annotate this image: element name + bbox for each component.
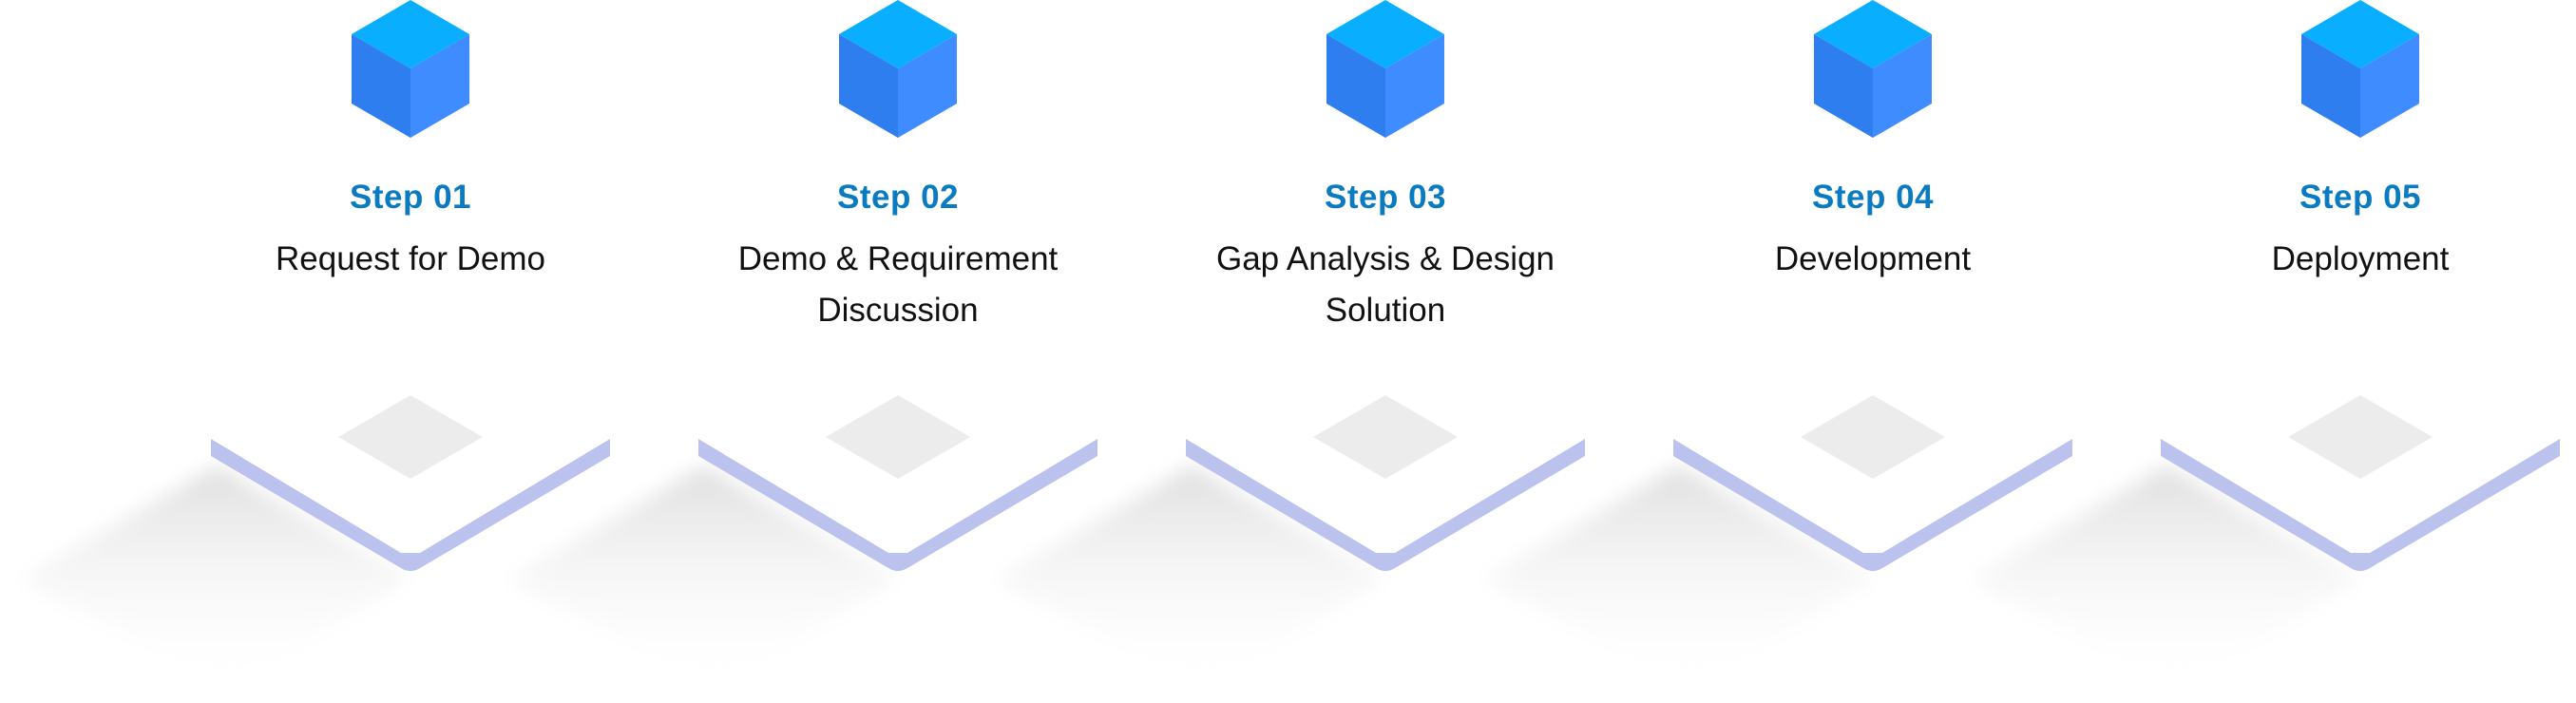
platform-shadow [1971, 466, 2360, 694]
platform-shadow [21, 466, 410, 694]
step-label: Step 04 [1812, 179, 1934, 216]
cube-icon [352, 0, 469, 138]
platform-inset [1801, 395, 1945, 479]
platform-shadow [508, 466, 898, 694]
platform-inset [1313, 395, 1458, 479]
step-label: Step 02 [837, 179, 959, 216]
platform-shadow [1483, 466, 1873, 694]
cube-left-face [2301, 34, 2360, 138]
step-label: Step 05 [2299, 179, 2421, 216]
platform-inset [338, 395, 483, 479]
step-title: Development [1774, 240, 1972, 277]
step-card-2: Step 02 Demo & Requirement Discussion [508, 0, 1145, 703]
cube-left-face [839, 34, 898, 138]
cube-icon [1814, 0, 1932, 138]
cube-icon [1326, 0, 1444, 138]
cube-left-face [352, 34, 410, 138]
step-title: Demo & Requirement Discussion [737, 240, 1059, 329]
step-card-5: Step 05 Deployment [1971, 0, 2576, 703]
cube-icon [2301, 0, 2419, 138]
platform-inset [826, 395, 970, 479]
step-label: Step 01 [350, 179, 471, 216]
cube-icon [839, 0, 957, 138]
cube-right-face [898, 34, 957, 138]
step-card-3: Step 03 Gap Analysis & Design Solution [996, 0, 1632, 703]
cube-right-face [1385, 34, 1444, 138]
step-title: Request for Demo [275, 240, 546, 277]
cube-right-face [2360, 34, 2419, 138]
cube-right-face [1873, 34, 1932, 138]
step-graphic-1 [21, 0, 610, 694]
step-card-1: Step 01 Request for Demo [21, 0, 658, 703]
step-graphic-2 [508, 0, 1097, 694]
step-card-4: Step 04 Development [1483, 0, 2120, 703]
step-title: Gap Analysis & Design Solution [1215, 240, 1555, 329]
step-label: Step 03 [1325, 179, 1446, 216]
step-graphic-3 [996, 0, 1585, 694]
step-title: Deployment [2271, 240, 2450, 277]
platform-inset [2288, 395, 2433, 479]
step-graphic-4 [1483, 0, 2072, 694]
cube-left-face [1814, 34, 1873, 138]
cube-left-face [1326, 34, 1385, 138]
step-graphic-5 [1971, 0, 2560, 694]
platform-shadow [996, 466, 1385, 694]
cube-right-face [410, 34, 469, 138]
